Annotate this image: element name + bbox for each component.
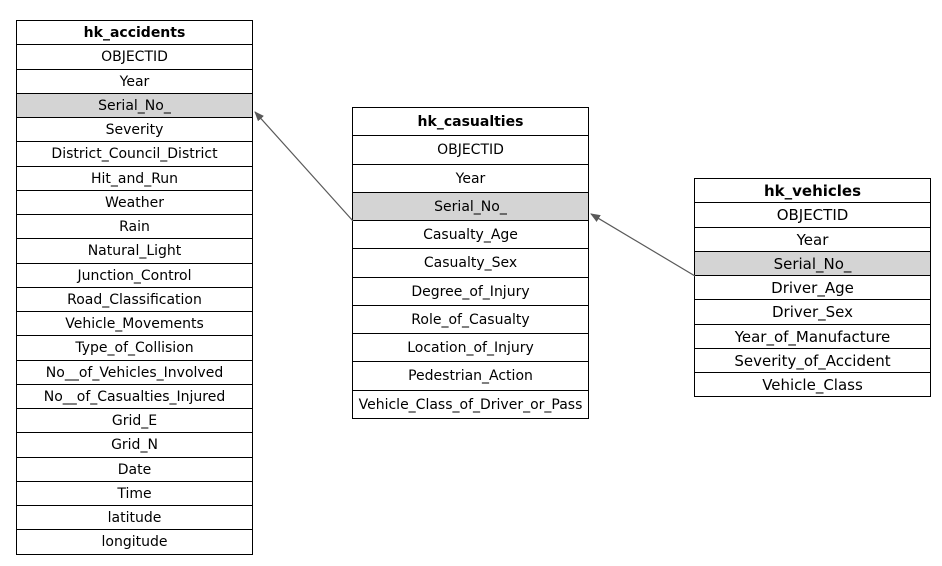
field-row: Role_of_Casualty xyxy=(353,306,588,334)
field-row: Grid_N xyxy=(17,433,252,458)
field-row: Year xyxy=(17,70,252,94)
field-row: No__of_Casualties_Injured xyxy=(17,385,252,409)
field-row: Date xyxy=(17,458,252,482)
field-row: Vehicle_Class_of_Driver_or_Pass xyxy=(353,391,588,419)
field-row: longitude xyxy=(17,530,252,555)
field-row: Grid_E xyxy=(17,409,252,434)
key-field-row: Serial_No_ xyxy=(353,192,588,221)
field-row: Severity xyxy=(17,118,252,143)
field-row: Weather xyxy=(17,191,252,215)
field-row: Time xyxy=(17,482,252,506)
field-row: Year_of_Manufacture xyxy=(695,325,930,349)
field-row: Casualty_Age xyxy=(353,221,588,250)
entity-title: hk_casualties xyxy=(353,108,588,137)
entity-title: hk_accidents xyxy=(17,21,252,46)
field-row: Type_of_Collision xyxy=(17,336,252,361)
field-row: Vehicle_Class xyxy=(695,373,930,398)
field-row: Driver_Sex xyxy=(695,300,930,325)
field-row: Road_Classification xyxy=(17,288,252,312)
key-field-row: Serial_No_ xyxy=(17,93,252,118)
field-row: No__of_Vehicles_Involved xyxy=(17,361,252,385)
field-row: Pedestrian_Action xyxy=(353,362,588,391)
field-row: Junction_Control xyxy=(17,264,252,288)
field-row: Severity_of_Accident xyxy=(695,349,930,373)
field-row: Natural_Light xyxy=(17,239,252,264)
field-row: Casualty_Sex xyxy=(353,249,588,278)
relation-arrow-casualties-to-accidents xyxy=(254,111,354,222)
field-row: Degree_of_Injury xyxy=(353,278,588,306)
field-row: Location_of_Injury xyxy=(353,334,588,363)
field-row: Vehicle_Movements xyxy=(17,312,252,337)
field-row: OBJECTID xyxy=(353,136,588,165)
field-row: Year xyxy=(353,165,588,193)
key-field-row: Serial_No_ xyxy=(695,251,930,276)
field-row: Hit_and_Run xyxy=(17,167,252,191)
field-row: latitude xyxy=(17,506,252,531)
field-row: Driver_Age xyxy=(695,276,930,301)
field-row: OBJECTID xyxy=(695,203,930,228)
field-row: Year xyxy=(695,228,930,252)
entity-title: hk_vehicles xyxy=(695,179,930,204)
field-row: OBJECTID xyxy=(17,45,252,70)
field-row: Rain xyxy=(17,215,252,240)
relation-arrow-vehicles-to-casualties xyxy=(590,213,696,277)
field-row: District_Council_District xyxy=(17,142,252,167)
